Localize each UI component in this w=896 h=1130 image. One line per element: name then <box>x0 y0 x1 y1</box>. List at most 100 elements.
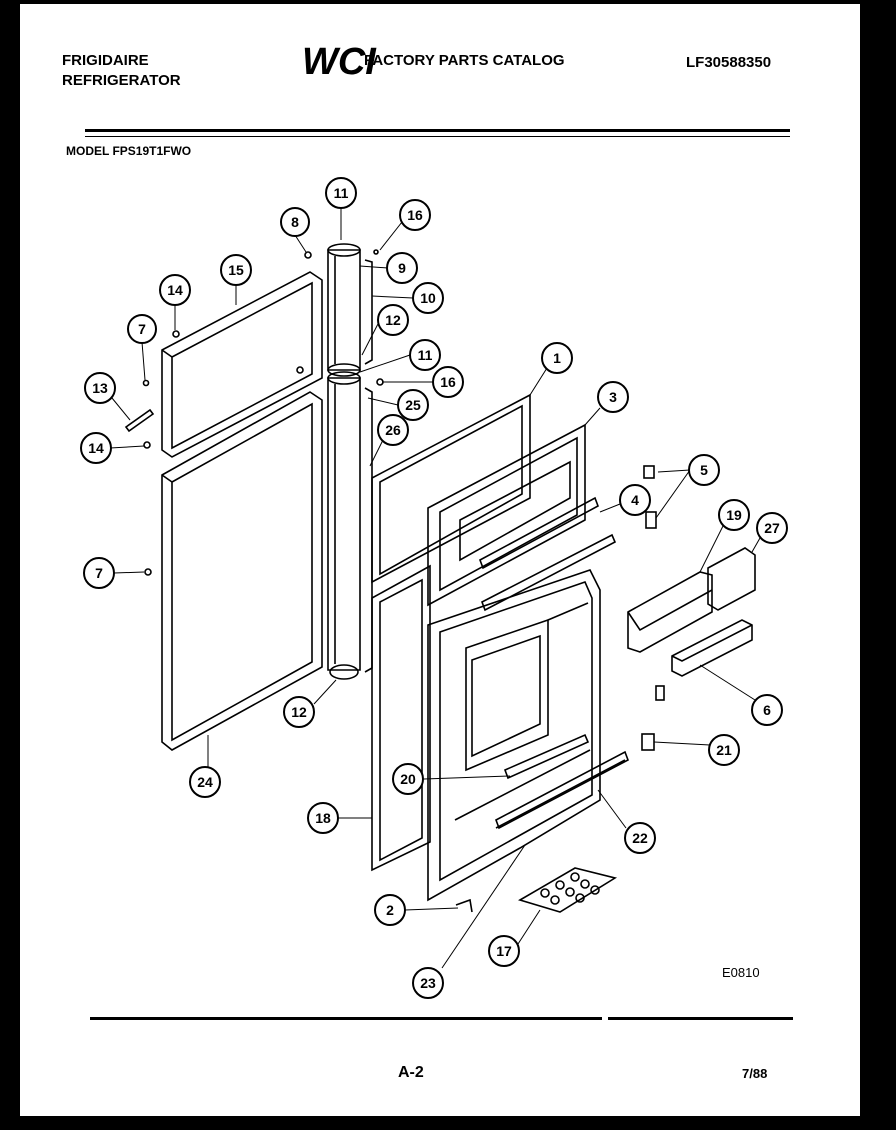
callout-27 <box>756 512 788 544</box>
callout-1 <box>541 342 573 374</box>
model-label: MODEL FPS19T1FWO <box>66 144 192 158</box>
callout-label: 9 <box>398 260 406 276</box>
callout-3 <box>597 381 629 413</box>
callout-16-top <box>399 199 431 231</box>
callout-12-bottom <box>283 696 315 728</box>
dairy-door <box>627 571 713 653</box>
egg-tray <box>518 867 618 913</box>
callout-label: 12 <box>385 312 401 328</box>
catalog-title: FACTORY PARTS CATALOG <box>364 52 565 69</box>
fresh-food-door-gasket <box>371 564 431 872</box>
shelf-support <box>655 685 665 701</box>
callout-25 <box>397 389 429 421</box>
callout-8 <box>280 207 310 237</box>
callout-label: 11 <box>418 347 433 363</box>
callout-label: 15 <box>228 262 244 278</box>
product-type: REFRIGERATOR <box>62 72 181 89</box>
callout-label: 12 <box>291 704 307 720</box>
callout-label: 4 <box>631 492 639 508</box>
dairy-door-end-cap <box>707 547 756 611</box>
callout-label: 14 <box>167 282 183 298</box>
callout-2 <box>374 894 406 926</box>
wci-logo: WCI <box>302 41 377 80</box>
callout-label: 16 <box>407 207 423 223</box>
callout-bubbles <box>80 177 788 999</box>
logo-text: WCI <box>302 41 377 80</box>
callout-label: 19 <box>726 507 742 523</box>
callout-label: 27 <box>764 520 780 536</box>
callout-label: 21 <box>716 742 732 758</box>
callout-label: 14 <box>88 440 104 456</box>
freezer-shelf-rail <box>481 533 617 612</box>
freezer-door-panel <box>161 271 323 458</box>
callout-19 <box>718 499 750 531</box>
fresh-food-door-panel <box>161 391 323 751</box>
callout-label: 13 <box>92 380 108 396</box>
callout-7-mid <box>83 557 115 589</box>
callout-18 <box>307 802 339 834</box>
callout-4 <box>619 484 651 516</box>
callout-label: 25 <box>405 397 421 413</box>
callout-label: 18 <box>315 810 331 826</box>
document-number: LF30588350 <box>686 54 772 71</box>
callout-label: 17 <box>496 943 512 959</box>
screw-hardware <box>142 249 384 576</box>
footer-rule <box>90 1017 793 1020</box>
hinge-bushing <box>643 465 655 479</box>
callout-11-mid <box>409 339 441 371</box>
shelf-bracket <box>645 511 657 529</box>
callout-label: 10 <box>420 290 436 306</box>
callout-14-mid <box>80 432 112 464</box>
brand-name: FRIGIDAIRE <box>62 52 149 69</box>
callout-13 <box>84 372 116 404</box>
callout-label: 22 <box>632 830 648 846</box>
callout-14-top <box>159 274 191 306</box>
shelf-support-clip <box>641 733 655 751</box>
callout-7-top <box>127 314 157 344</box>
door-handle-column <box>327 243 373 680</box>
callout-label: 7 <box>95 565 103 581</box>
callout-labels: 11 16 8 9 15 10 14 12 7 11 1 16 13 25 3 … <box>88 185 780 991</box>
callout-16-mid <box>432 366 464 398</box>
callout-label: 2 <box>386 902 394 918</box>
leader-lines <box>109 208 761 969</box>
door-pin <box>455 898 473 913</box>
callout-label: 24 <box>197 774 213 790</box>
callout-11-top <box>325 177 357 209</box>
callout-21 <box>708 734 740 766</box>
callout-9 <box>386 252 418 284</box>
butter-bin <box>671 619 753 677</box>
callout-12-top <box>377 304 409 336</box>
drawing-code: E0810 <box>722 965 760 980</box>
callout-label: 23 <box>420 975 436 991</box>
callout-label: 5 <box>700 462 708 478</box>
page-number: A-2 <box>398 1064 424 1081</box>
callout-24 <box>189 766 221 798</box>
callout-6 <box>751 694 783 726</box>
callout-label: 11 <box>334 185 349 201</box>
header-rule <box>85 129 790 137</box>
callout-26 <box>377 414 409 446</box>
door-shelf-upper <box>503 733 590 780</box>
callout-label: 7 <box>138 321 146 337</box>
callout-label: 1 <box>553 350 561 366</box>
callout-10 <box>412 282 444 314</box>
callout-label: 16 <box>440 374 456 390</box>
fresh-food-inner-liner <box>427 569 601 902</box>
door-shelf-lower <box>495 750 629 830</box>
callout-15 <box>220 254 252 286</box>
callout-22 <box>624 822 656 854</box>
freezer-inner-liner <box>427 423 599 607</box>
callout-23 <box>412 967 444 999</box>
callout-5 <box>688 454 720 486</box>
freezer-door-gasket <box>371 393 531 584</box>
callout-label: 8 <box>291 214 299 230</box>
callout-20 <box>392 763 424 795</box>
callout-label: 26 <box>385 422 401 438</box>
callout-label: 6 <box>763 702 771 718</box>
callout-label: 20 <box>400 771 416 787</box>
callout-label: 3 <box>609 389 617 405</box>
callout-17 <box>488 935 520 967</box>
door-stop-pin <box>124 408 155 433</box>
